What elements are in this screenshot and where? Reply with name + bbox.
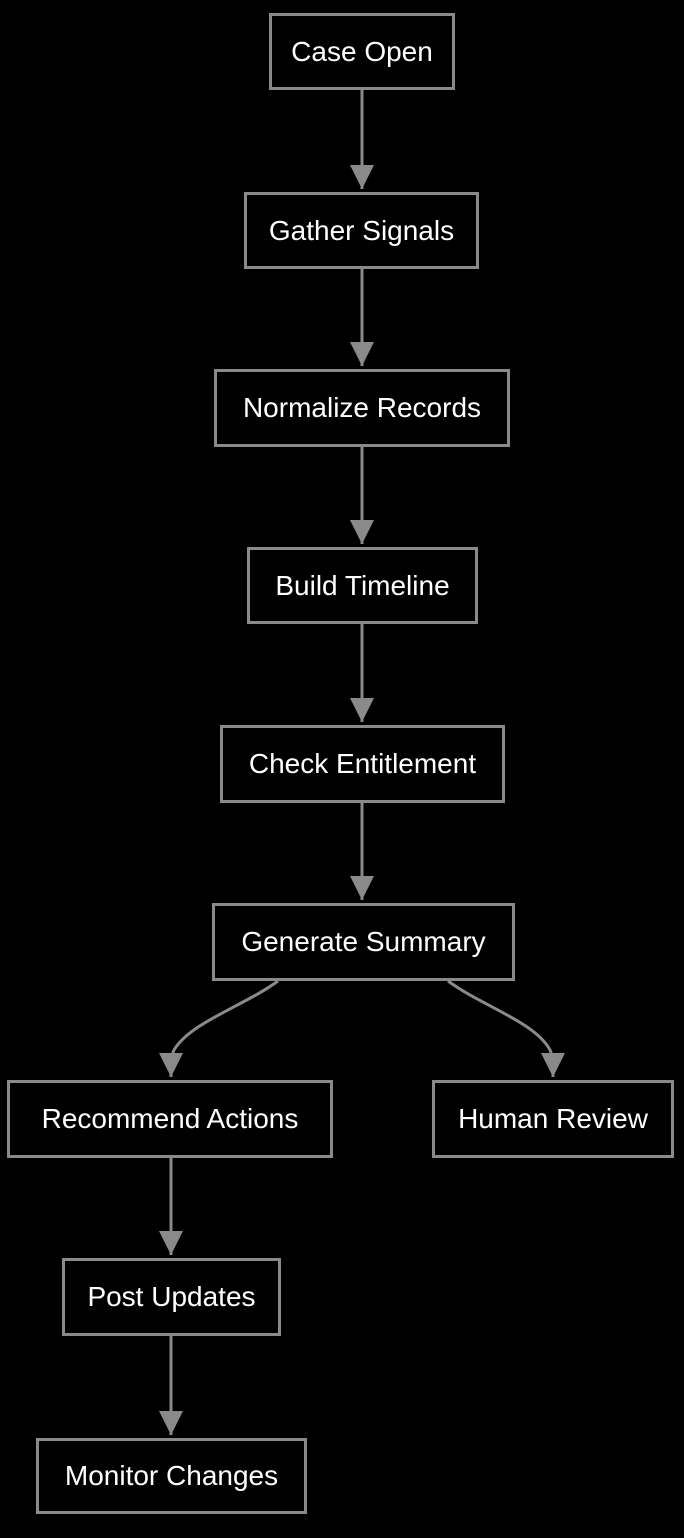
node-post-updates: Post Updates (62, 1258, 281, 1336)
node-label: Check Entitlement (248, 748, 477, 779)
node-recommend-actions: Recommend Actions (7, 1080, 333, 1158)
node-label: Post Updates (87, 1281, 256, 1312)
node-normalize-records: Normalize Records (214, 369, 510, 447)
node-label: Generate Summary (241, 926, 486, 957)
node-label: Case Open (291, 35, 433, 67)
node-label: Normalize Records (242, 392, 482, 423)
node-build-timeline: Build Timeline (247, 547, 478, 624)
node-label: Human Review (458, 1103, 648, 1134)
node-generate-summary: Generate Summary (212, 903, 515, 981)
node-label: Gather Signals (268, 214, 455, 246)
edge-generate-summary-to-recommend-actions (159, 979, 279, 1078)
node-monitor-changes: Monitor Changes (36, 1438, 307, 1514)
node-label: Recommend Actions (41, 1103, 299, 1134)
node-label: Build Timeline (275, 569, 450, 601)
edge-generate-summary-to-human-review (447, 979, 565, 1078)
node-check-entitlement: Check Entitlement (220, 725, 505, 803)
node-case-open: Case Open (269, 13, 455, 90)
node-label: Monitor Changes (64, 1460, 279, 1491)
node-gather-signals: Gather Signals (244, 192, 479, 269)
node-human-review: Human Review (432, 1080, 674, 1158)
